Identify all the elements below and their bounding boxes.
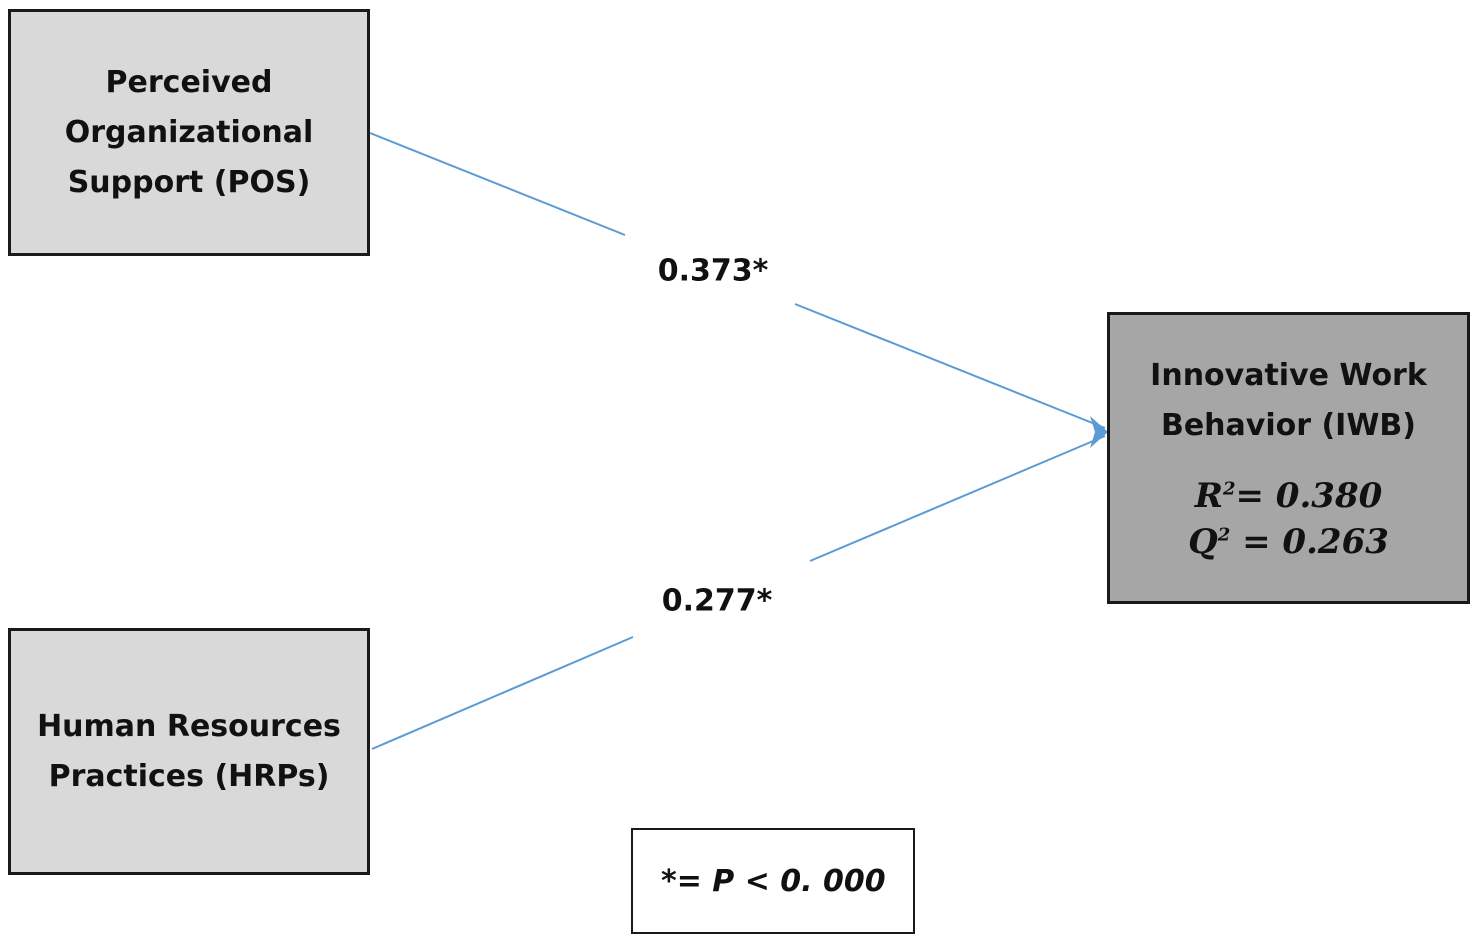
arrow-hrp-segment-1 <box>371 636 634 750</box>
arrow-hrp-segment-2 <box>809 435 1106 562</box>
node-pos-line-3: Support (POS) <box>67 164 311 200</box>
r-squared-power: 2 <box>1222 478 1236 500</box>
arrow-pos-segment-2 <box>794 303 1106 429</box>
node-hrp-line-1: Human Resources <box>37 708 341 744</box>
q-squared: Q2 = 0.263 <box>1188 519 1389 565</box>
significance-note: *= P < 0. 000 <box>661 863 886 899</box>
r-squared: R2= 0.380 <box>1188 473 1389 519</box>
significance-note-box: *= P < 0. 000 <box>631 828 915 934</box>
node-pos: Perceived Organizational Support (POS) <box>8 9 370 256</box>
arrow-pos-segment-1 <box>369 132 626 236</box>
r-squared-value: = 0.380 <box>1235 476 1383 516</box>
node-pos-line-2: Organizational <box>64 114 314 150</box>
node-hrp-line-2: Practices (HRPs) <box>48 758 330 794</box>
r-squared-symbol: R <box>1194 476 1223 516</box>
q-squared-value: = 0.263 <box>1230 522 1389 562</box>
node-iwb-line-2: Behavior (IWB) <box>1160 408 1417 443</box>
coefficient-hrp-iwb: 0.277* <box>661 583 773 619</box>
node-hrp: Human Resources Practices (HRPs) <box>8 628 370 875</box>
coefficient-pos-iwb: 0.373* <box>657 253 769 289</box>
q-squared-power: 2 <box>1217 524 1231 546</box>
node-iwb-line-1: Innovative Work <box>1150 358 1427 393</box>
arrowhead-iwb <box>1090 416 1108 448</box>
iwb-stats: R2= 0.380 Q2 = 0.263 <box>1188 473 1389 565</box>
q-squared-symbol: Q <box>1188 522 1218 562</box>
node-pos-line-1: Perceived <box>105 64 273 100</box>
node-iwb: Innovative Work Behavior (IWB) R2= 0.380… <box>1107 312 1470 604</box>
